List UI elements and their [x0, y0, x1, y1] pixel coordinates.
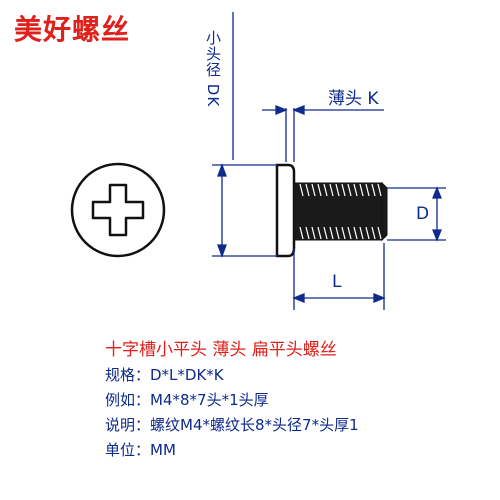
d-dimension	[387, 186, 446, 242]
head-side-view	[275, 163, 296, 258]
l-label: L	[332, 272, 342, 292]
spec-line-format: 规格：D*L*DK*K	[105, 366, 224, 384]
thread-mark	[335, 183, 340, 197]
thread-mark	[365, 226, 370, 240]
thread-mark	[311, 183, 316, 197]
spec-line-unit: 单位：MM	[105, 441, 176, 459]
thread-shank	[293, 181, 388, 242]
thread-mark	[377, 226, 382, 240]
thread-mark	[371, 183, 376, 197]
spec-block: 十字槽小平头 薄头 扁平头螺丝 规格：D*L*DK*K 例如：M4*8*7头*1…	[105, 338, 495, 463]
head-front-view	[70, 162, 166, 258]
k-dimension	[262, 105, 384, 162]
k-label: 薄头 K	[328, 89, 379, 109]
thread-mark	[377, 183, 382, 197]
d-label: D	[416, 204, 430, 224]
thread-mark	[359, 183, 364, 197]
spec-line-example: 例如：M4*8*7头*1头厚	[105, 391, 269, 409]
spec-title: 十字槽小平头 薄头 扁平头螺丝	[105, 340, 337, 360]
dk-dimension	[212, 12, 278, 258]
thread-mark	[299, 226, 304, 240]
thread-mark	[371, 226, 376, 240]
l-dimension	[292, 243, 386, 310]
thread-mark	[317, 226, 322, 240]
thread-mark	[353, 226, 358, 240]
spec-line-explanation: 说明：螺纹M4*螺纹长8*头径7*头厚1	[105, 416, 359, 434]
thread-mark	[299, 183, 304, 197]
thread-mark	[329, 183, 334, 197]
thread-mark	[305, 226, 310, 240]
thread-mark	[359, 226, 364, 240]
brand-title: 美好螺丝	[14, 13, 131, 46]
thread-mark	[341, 226, 346, 240]
thread-mark	[323, 226, 328, 240]
thread-mark	[317, 183, 322, 197]
thread-mark	[335, 226, 340, 240]
thread-mark	[329, 226, 334, 240]
thread-mark	[341, 183, 346, 197]
thread-mark	[311, 226, 316, 240]
thread-mark	[305, 183, 310, 197]
thread-mark	[347, 183, 352, 197]
thread-mark	[353, 183, 358, 197]
thread-mark	[323, 183, 328, 197]
thread-mark	[347, 226, 352, 240]
dk-label: 小头径 DK	[204, 30, 222, 108]
thread-mark	[365, 183, 370, 197]
